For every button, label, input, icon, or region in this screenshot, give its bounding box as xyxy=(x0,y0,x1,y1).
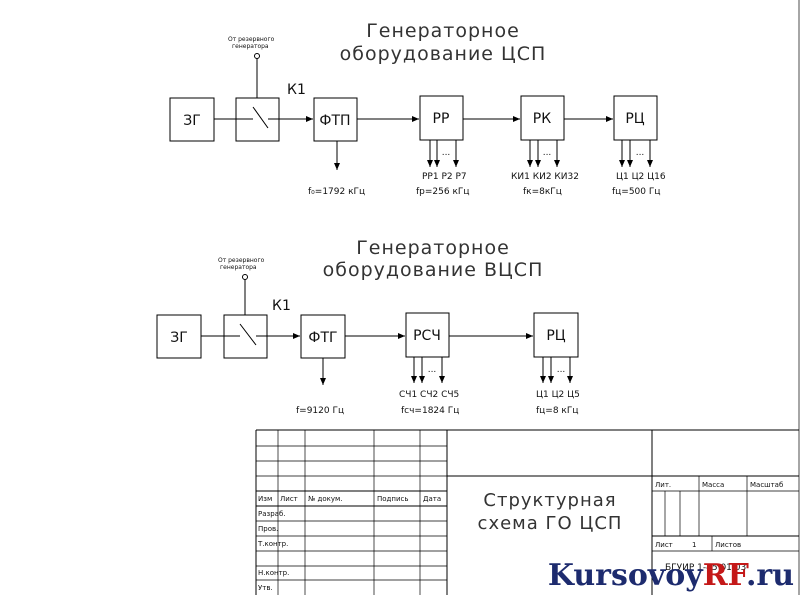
top-ftp-block xyxy=(313,97,358,142)
stamp-mass: Масса xyxy=(702,481,724,489)
bottom-title-line1: Генераторное xyxy=(356,237,510,259)
bottom-rsch-freq: fсч=1824 Гц xyxy=(401,406,459,416)
stamp-sheets: Листов xyxy=(715,541,741,549)
top-reserve-note1: От резервного xyxy=(228,36,275,43)
bottom-rc-names: Ц1 Ц2 Ц5 xyxy=(536,390,580,400)
bottom-rsch-names: СЧ1 СЧ2 СЧ5 xyxy=(399,390,459,400)
stamp-col-sign: Подпись xyxy=(377,495,409,503)
watermark-logo: KursovoyRF.ru xyxy=(548,558,794,593)
bottom-title-line2: оборудование ВЦСП xyxy=(323,259,544,281)
stamp-row-tkontr: Т.контр. xyxy=(257,540,288,548)
top-rk-label: РК xyxy=(533,111,551,127)
bottom-rc-label: РЦ xyxy=(546,328,565,344)
top-rk-freq: fк=8кГц xyxy=(523,187,562,197)
top-title-line2: оборудование ЦСП xyxy=(340,43,547,65)
top-title-line1: Генераторное xyxy=(366,20,520,42)
bottom-ftg-freq: f=9120 Гц xyxy=(296,406,344,416)
top-rc-block xyxy=(613,95,658,141)
bottom-reserve-note2: генератора xyxy=(220,264,257,271)
stamp-col-doc: № докум. xyxy=(308,495,343,503)
bottom-rsch-block xyxy=(405,312,450,358)
bottom-rc-dots: ... xyxy=(557,365,566,375)
stamp-col-izm: Изм xyxy=(258,495,272,503)
top-ftp-label: ФТП xyxy=(319,113,350,129)
top-reserve-terminal xyxy=(254,53,260,59)
watermark-rf: RF xyxy=(702,558,746,593)
stamp-col-date: Дата xyxy=(423,495,441,503)
top-rc-freq: fц=500 Гц xyxy=(612,187,661,197)
watermark-left: Kursovoy xyxy=(547,558,703,593)
top-rc-names: Ц1 Ц2 Ц16 xyxy=(616,172,666,182)
top-key-label: К1 xyxy=(287,82,306,98)
top-key-switch xyxy=(252,106,269,129)
stamp-row-nkontr: Н.контр. xyxy=(258,569,289,577)
top-ftp-freq: f₀=1792 кГц xyxy=(308,187,365,197)
bottom-rsch-label: РСЧ xyxy=(413,328,441,344)
top-rr-dots: ... xyxy=(442,148,451,158)
top-rc-label: РЦ xyxy=(625,111,644,127)
top-rc-dots: ... xyxy=(636,148,645,158)
stamp-title-line1: Структурная xyxy=(483,490,616,511)
watermark-tail: .ru xyxy=(745,558,794,593)
stamp-code: БГУИР 1-45 01 03 xyxy=(665,563,746,573)
stamp-sheet: Лист xyxy=(655,541,673,549)
top-rk-names: КИ1 КИ2 КИ32 xyxy=(511,172,579,182)
stamp-row-razrab: Разраб. xyxy=(258,510,286,518)
bottom-rc-block xyxy=(533,312,579,358)
bottom-rc-freq: fц=8 кГц xyxy=(536,406,578,416)
top-rr-block xyxy=(419,95,464,141)
top-rr-label: РР xyxy=(433,111,450,127)
bottom-rsch-dots: ... xyxy=(428,365,437,375)
bottom-key-label: К1 xyxy=(272,298,291,314)
stamp-scale: Масштаб xyxy=(750,481,783,489)
top-zg-label: ЗГ xyxy=(183,113,201,129)
bottom-reserve-note1: От резервного xyxy=(218,257,265,264)
bottom-reserve-terminal xyxy=(242,274,248,280)
top-rr-freq: fр=256 кГц xyxy=(416,187,470,197)
title-block xyxy=(255,429,799,595)
top-reserve-note2: генератора xyxy=(232,43,269,50)
stamp-col-list: Лист xyxy=(280,495,298,503)
stamp-row-utv: Утв. xyxy=(258,584,273,592)
top-rk-block xyxy=(520,95,565,141)
bottom-ftg-label: ФТГ xyxy=(308,330,337,346)
stamp-row-prov: Пров. xyxy=(258,525,278,533)
top-rk-dots: ... xyxy=(543,148,552,158)
stamp-lit: Лит. xyxy=(655,481,671,489)
stamp-title-line2: схема ГО ЦСП xyxy=(478,513,623,534)
stamp-sheet-num: 1 xyxy=(692,541,696,549)
bottom-key-switch xyxy=(239,323,257,346)
bottom-zg-label: ЗГ xyxy=(170,330,188,346)
top-rr-names: РР1 Р2 Р7 xyxy=(422,172,467,182)
